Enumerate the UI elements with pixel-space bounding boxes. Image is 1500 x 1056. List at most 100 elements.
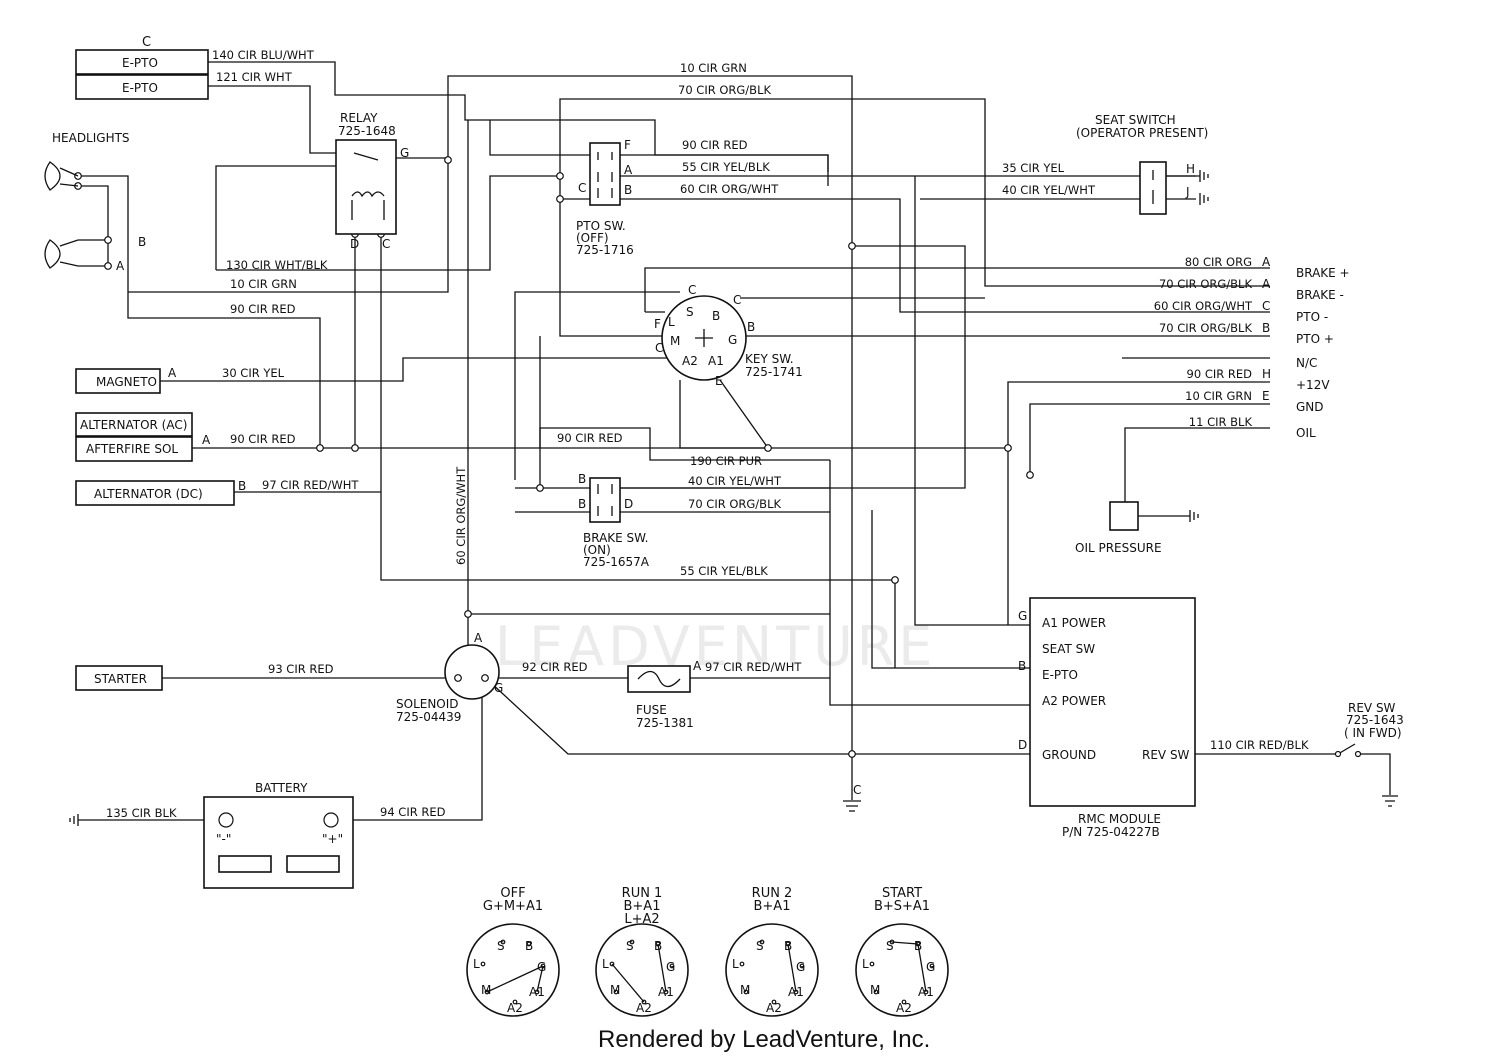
battery-box [203, 796, 354, 889]
pto-switch-state: (OFF) [576, 231, 609, 245]
epto-label-1: E-PTO [122, 56, 158, 70]
credit-text: Rendered by LeadVenture, Inc. [598, 1026, 930, 1053]
position-combo-2: L+A2 [624, 912, 659, 927]
connector-function: GND [1296, 400, 1324, 414]
alternator-dc-label: ALTERNATOR (DC) [94, 487, 203, 501]
position-terminal: S [497, 939, 505, 953]
solenoid-pin-a: A [474, 631, 483, 645]
rmc-pin-d: D [1018, 738, 1027, 752]
battery-label: BATTERY [255, 781, 308, 795]
rmc-seat-sw: SEAT SW [1042, 642, 1095, 656]
key-term-c2: C [733, 293, 741, 307]
key-term-c1: C [688, 283, 696, 297]
key-switch-part-number: 725-1741 [745, 365, 803, 379]
position-terminal: A2 [636, 1001, 652, 1015]
wire-label: 92 CIR RED [522, 660, 588, 674]
connector-pin: B [1262, 321, 1270, 335]
relay-label: RELAY [340, 111, 378, 125]
position-terminal: G [926, 960, 935, 974]
wire-label: 70 CIR ORG/BLK [678, 83, 771, 97]
connector-c-label: C [142, 35, 151, 50]
connector-function: +12V [1296, 378, 1330, 392]
connector-wire: 70 CIR ORG/BLK [1159, 277, 1252, 291]
alternator-ac-label: ALTERNATOR (AC) [80, 418, 187, 432]
connector-wire: 80 CIR ORG [1185, 255, 1252, 269]
connector-function: OIL [1296, 426, 1316, 440]
seat-pin-h: H [1186, 162, 1195, 176]
connector-wire: 10 CIR GRN [1185, 389, 1252, 403]
seat-switch-sub: (OPERATOR PRESENT) [1076, 126, 1208, 140]
wire-label: 40 CIR YEL/WHT [688, 474, 782, 488]
key-pin-a2: A2 [682, 354, 698, 368]
key-term-b: B [747, 320, 755, 334]
wire-labels: 140 CIR BLU/WHT 121 CIR WHT 10 CIR GRN 7… [106, 48, 1309, 820]
seat-switch-label: SEAT SWITCH [1095, 113, 1176, 127]
position-terminal: M [740, 983, 750, 997]
connector-pin: A [1262, 277, 1271, 291]
connector-function: BRAKE - [1296, 288, 1344, 302]
wire-label: 60 CIR ORG/WHT [680, 182, 779, 196]
battery-neg-label: "-" [216, 832, 231, 846]
alternator-dc-box [75, 480, 235, 506]
brake-switch-label: BRAKE SW. [583, 531, 648, 545]
position-terminal: L [473, 957, 480, 971]
wire-label: 90 CIR RED [682, 138, 748, 152]
brake-pin-b2: B [578, 497, 586, 511]
position-terminal: G [666, 960, 675, 974]
key-pin-a1: A1 [708, 354, 724, 368]
rmc-module-label: RMC MODULE [1078, 812, 1161, 826]
magneto-pin-a: A [168, 366, 177, 380]
position-terminal: S [886, 939, 894, 953]
position-terminal: A2 [507, 1001, 523, 1015]
rmc-ground: GROUND [1042, 748, 1096, 762]
connector-pin: E [1262, 389, 1270, 403]
position-terminal: A2 [896, 1001, 912, 1015]
position-terminal: L [732, 957, 739, 971]
fuse-part-number: 725-1381 [636, 716, 694, 730]
connector-function: PTO + [1296, 332, 1334, 346]
connector-wire: 11 CIR BLK [1189, 415, 1253, 429]
brake-pin-b1: B [578, 472, 586, 486]
pto-pin-b: B [624, 183, 632, 197]
alternator-ac-box [75, 412, 193, 437]
battery-pos-label: "+" [322, 832, 343, 846]
relay-box [335, 139, 397, 235]
connector-row: 70 CIR ORG/BLK A BRAKE - [1159, 277, 1344, 302]
rmc-module-box [1029, 597, 1196, 807]
connector-wire: 70 CIR ORG/BLK [1159, 321, 1252, 335]
solenoid-label: SOLENOID [396, 697, 459, 711]
wire-label: 55 CIR YEL/BLK [680, 564, 768, 578]
rmc-a2-power: A2 POWER [1042, 694, 1106, 708]
position-title: OFF [500, 886, 525, 901]
wire-label: 140 CIR BLU/WHT [212, 48, 315, 62]
connector-pin: C [1262, 299, 1270, 313]
magneto-box [75, 368, 161, 394]
rmc-rev-sw: REV SW [1142, 748, 1190, 762]
rmc-pin-b: B [1018, 659, 1026, 673]
position-terminal: A2 [766, 1001, 782, 1015]
brake-pin-d: D [624, 497, 633, 511]
wire-label: 130 CIR WHT/BLK [226, 258, 328, 272]
solenoid-part-number: 725-04439 [396, 710, 461, 724]
relay-pin-g: G [400, 146, 409, 160]
position-terminal: M [610, 983, 620, 997]
brake-switch-state: (ON) [583, 543, 611, 557]
connector-function: PTO - [1296, 310, 1328, 324]
wire-label: 97 CIR RED/WHT [705, 660, 802, 674]
headlight-pin-a: A [116, 259, 125, 273]
wire-label: 90 CIR RED [230, 432, 296, 446]
connector-row: 70 CIR ORG/BLK B PTO + [1159, 321, 1334, 346]
seat-ground-icon [1199, 170, 1209, 205]
key-pin-l: L [668, 315, 675, 329]
wire-label: 40 CIR YEL/WHT [1002, 183, 1096, 197]
seat-pin-j: J [1185, 185, 1190, 199]
solenoid-pin-g: G [494, 681, 503, 695]
epto-box-1 [75, 49, 209, 75]
